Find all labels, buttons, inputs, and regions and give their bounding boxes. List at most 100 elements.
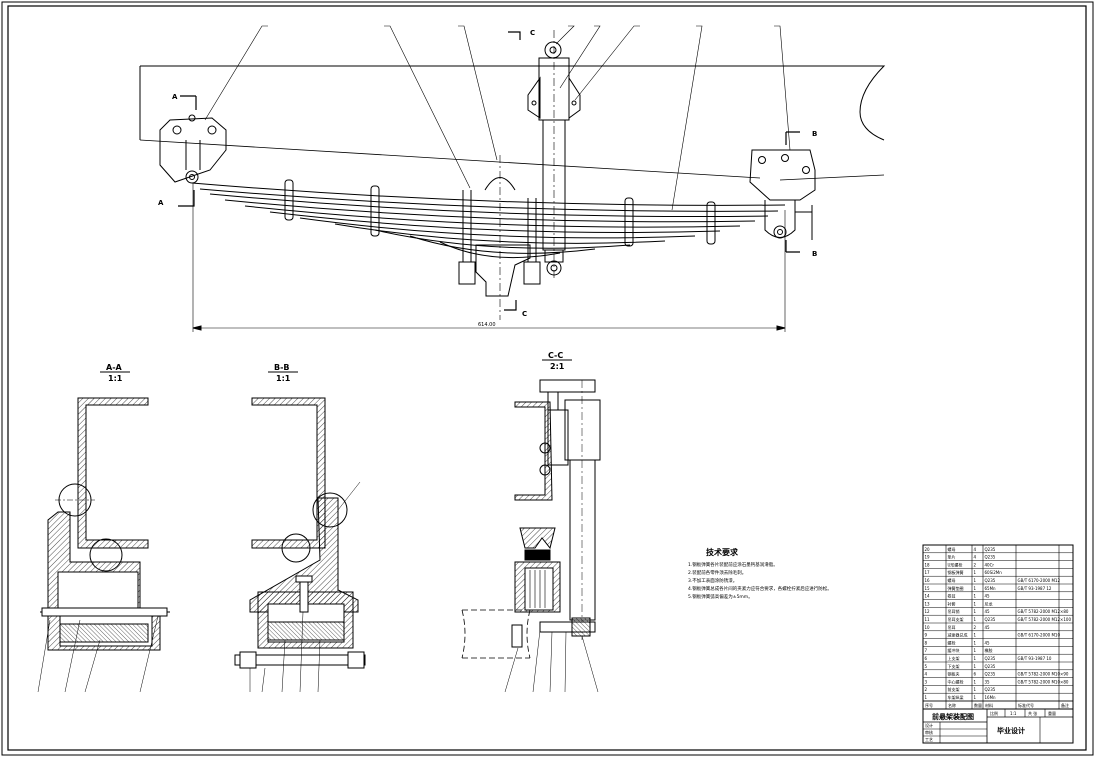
cut-label-a-bottom: A <box>158 199 164 207</box>
bom-row-standard: GB/T 6170-2000 M10 <box>1018 633 1061 638</box>
drawing-name: 前悬架装配图 <box>932 712 974 721</box>
bom-row-no: 18 <box>925 562 931 567</box>
bom-row-qty: 6 <box>974 672 977 677</box>
cut-label-c-bottom: C <box>522 310 527 318</box>
role-process: 工艺 <box>925 737 933 742</box>
cut-label-a-top: A <box>172 93 178 101</box>
bom-row-no: 14 <box>925 594 931 599</box>
bom-row-qty: 1 <box>974 640 977 645</box>
bom-row: 11 吊耳支架 1 Q235 GB/T 5782-2000 M12×100 <box>923 616 1073 624</box>
bom-row-qty: 4 <box>974 547 977 552</box>
section-bb-scale: 1:1 <box>276 374 291 383</box>
bom-row-material: Q235 <box>985 547 996 552</box>
bom-row-qty: 1 <box>974 586 977 591</box>
bom-row-material: 40Cr <box>985 562 995 567</box>
cut-label-b-bottom: B <box>812 250 817 258</box>
bom-row-qty: 1 <box>974 664 977 669</box>
bom-row-material: 45 <box>985 594 991 599</box>
bom-row-material: 橡胶 <box>985 647 993 653</box>
role-review: 审核 <box>925 729 933 735</box>
cut-label-b-top: B <box>812 130 817 138</box>
bom-row-standard: GB/T 5782-2000 M10×80 <box>1018 679 1069 684</box>
bom-row-standard: GB/T 5782-2000 M12×80 <box>1018 609 1069 614</box>
bom-row-no: 20 <box>925 547 931 552</box>
bom-row-name: 吊耳支架 <box>948 616 964 622</box>
bom-row-qty: 1 <box>974 617 977 622</box>
bom-header-seq: 序号 <box>925 702 933 708</box>
bom-row-standard: GB/T 5782-2000 M12×100 <box>1018 617 1072 622</box>
bom-row-qty: 1 <box>974 570 977 575</box>
bom-row-qty: 1 <box>974 578 977 583</box>
bom-row-qty: 1 <box>974 656 977 661</box>
bom-row-material: Q235 <box>985 578 996 583</box>
bom-row-material: Q235 <box>985 687 996 692</box>
bom-row-name: 车架纵梁 <box>948 694 964 700</box>
section-aa-scale: 1:1 <box>108 374 123 383</box>
bom-row-name: 卷耳 <box>948 593 956 599</box>
bom-row-name: 钢板夹 <box>948 671 960 677</box>
bom-row-qty: 1 <box>974 679 977 684</box>
bom-row: 14 卷耳 1 45 <box>923 593 1073 600</box>
technical-requirements: 技术要求 1.钢板弹簧各片装配前应涂石墨钙基润滑脂。 2.装配前各零件须去除毛刺… <box>688 547 832 600</box>
bom-row-material: Q235 <box>985 656 996 661</box>
bom-header-qty: 数量 <box>974 702 982 708</box>
tech-req-item: 2.装配前各零件须去除毛刺。 <box>688 569 746 576</box>
role-design: 设计 <box>925 722 933 728</box>
main-dimension: 614.00 <box>478 322 496 328</box>
section-cc-title: C-C <box>548 351 563 360</box>
bom-row-material: Q235 <box>985 664 996 669</box>
bom-row-material: Q235 <box>985 617 996 622</box>
section-bb-view <box>234 397 366 693</box>
bom-row-name: 吊耳 <box>948 625 956 630</box>
bom-row-standard: GB/T 93-1987 10 <box>1018 656 1052 661</box>
bom-row-qty: 1 <box>974 601 977 606</box>
bom-row-name: 螺母 <box>948 577 956 583</box>
bom-row-name: 缓冲块 <box>948 647 960 653</box>
bom-row-material: 45 <box>985 640 991 645</box>
bom-row-name: 弹簧垫圈 <box>948 585 964 591</box>
bom-row-name: U形螺栓 <box>948 561 963 567</box>
bom-row-qty: 1 <box>974 633 977 638</box>
tech-req-item: 3.不加工表面涂防锈漆。 <box>688 577 737 584</box>
bom-row-qty: 4 <box>974 555 977 560</box>
tech-req-item: 5.钢板弹簧弧高偏差为±5mm。 <box>688 593 753 600</box>
bom-row-qty: 1 <box>974 695 977 700</box>
bom-row-name: 上支架 <box>948 655 960 661</box>
bom-row-material: 45 <box>985 609 991 614</box>
ratio-value: 1:1 <box>1010 711 1017 716</box>
bom-row-qty: 1 <box>974 648 977 653</box>
bom-row-no: 3 <box>925 679 928 684</box>
bom-row-name: 下支架 <box>948 663 960 669</box>
bom-row-material: 16Mn <box>985 695 997 700</box>
bom-row-name: 减振器总成 <box>948 632 968 638</box>
bom-row-name: 吊耳销 <box>948 608 960 614</box>
bom-row-no: 11 <box>925 617 931 622</box>
bom-row-no: 16 <box>925 578 931 583</box>
bom-row-qty: 1 <box>974 594 977 599</box>
bom-row: 7 缓冲块 1 橡胶 <box>923 647 1073 655</box>
tech-req-title: 技术要求 <box>706 547 739 557</box>
bom-row-no: 8 <box>925 640 928 645</box>
bom-row-qty: 2 <box>974 625 977 630</box>
bom-row-no: 19 <box>925 555 931 560</box>
bom-row-no: 1 <box>925 695 928 700</box>
bom-row-material: 65Mn <box>985 586 997 591</box>
bom-row-name: 螺母 <box>948 546 956 552</box>
tech-req-item: 1.钢板弹簧各片装配前应涂石墨钙基润滑脂。 <box>688 561 778 568</box>
bom-row-name: 螺栓 <box>948 639 956 645</box>
cut-label-c-top: C <box>530 29 535 37</box>
bom-row-no: 9 <box>925 633 928 638</box>
bom-row: 8 螺栓 1 45 <box>923 639 1073 647</box>
section-cc-scale: 2:1 <box>550 362 565 371</box>
bom-row-no: 10 <box>925 625 931 630</box>
bom-row-material: Q235 <box>985 672 996 677</box>
bom-row-no: 7 <box>925 648 928 653</box>
